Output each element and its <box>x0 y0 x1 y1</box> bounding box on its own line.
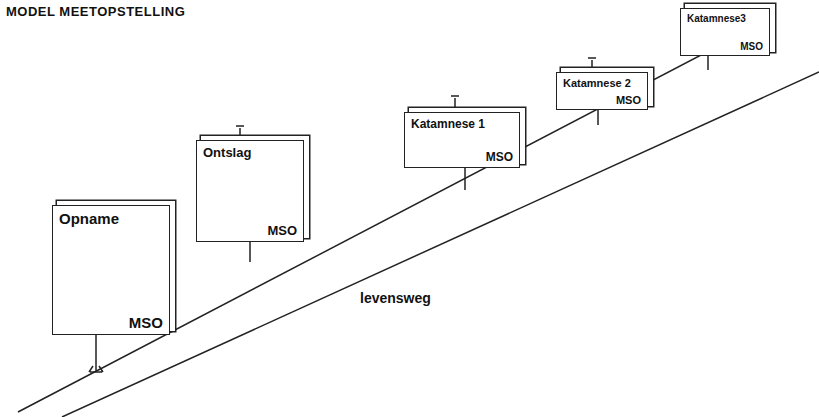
sign-board: OntslagMSO <box>196 140 304 242</box>
sign-board: Katamnese 2 MSO <box>556 72 648 110</box>
sign-board: Katamnese 1 MSO <box>404 112 520 168</box>
sign-code: MSO <box>616 94 641 106</box>
sign-heading: Katamnese 2 <box>563 77 631 89</box>
sign-code: MSO <box>740 41 763 52</box>
road-edge <box>18 18 772 412</box>
sign-code: MSO <box>129 314 163 331</box>
sign-heading: Ontslag <box>203 145 251 160</box>
sign-board: OpnameMSO <box>52 205 170 335</box>
sign-heading: Katamnese 1 <box>411 117 485 131</box>
sign-post <box>89 335 103 372</box>
sign-code: MSO <box>267 223 297 238</box>
sign-heading: Opname <box>59 210 119 227</box>
figure-title: MODEL MEETOPSTELLING <box>6 4 185 19</box>
sign-heading: Katamnese3 <box>687 13 746 24</box>
road-edge <box>62 72 819 417</box>
sign-board: Katamnese3MSO <box>680 8 770 56</box>
sign-post <box>707 56 709 70</box>
road-label: levensweg <box>358 290 433 306</box>
sign-code: MSO <box>486 150 513 164</box>
